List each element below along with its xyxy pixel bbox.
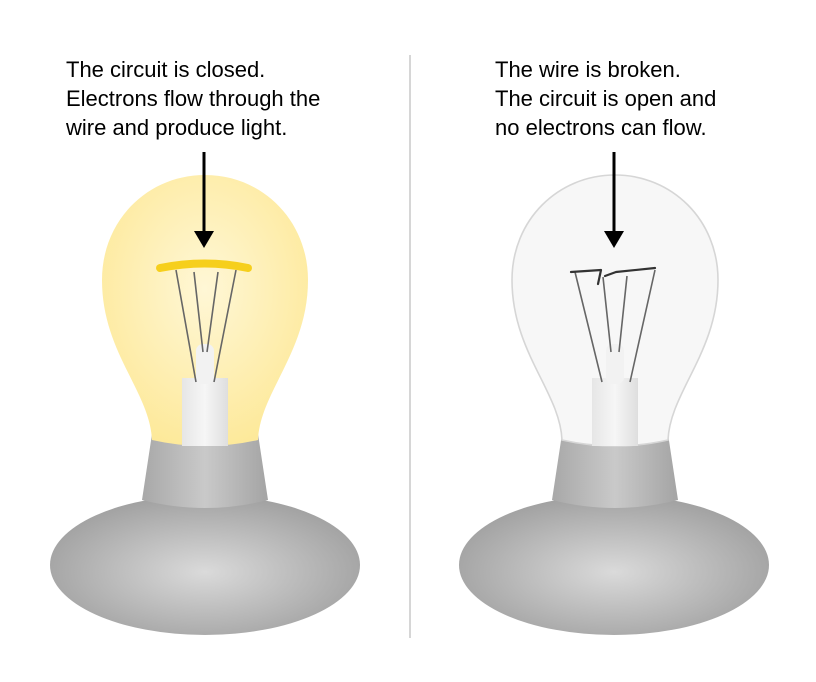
caption-open-line-2: The circuit is open and <box>495 86 717 111</box>
filament-broken <box>569 266 657 286</box>
bulb-neck-left <box>142 434 268 508</box>
caption-closed-line-1: The circuit is closed. <box>66 57 266 82</box>
filament-lit <box>156 259 252 272</box>
caption-closed-line-2: Electrons flow through the <box>66 86 321 111</box>
stem-base-right <box>592 378 638 446</box>
bulb-glass-right <box>511 174 719 447</box>
caption-open-line-1: The wire is broken. <box>495 57 681 82</box>
stem-post-right <box>606 344 624 384</box>
caption-closed-line-3: wire and produce light. <box>66 115 288 140</box>
bulb-base-right <box>459 495 769 635</box>
bulb-glass-left <box>102 175 308 446</box>
support-wires-left <box>175 269 237 383</box>
arrow-head-left <box>194 231 214 248</box>
caption-open-line-3: no electrons can flow. <box>495 115 707 140</box>
arrow-head-right <box>604 231 624 248</box>
stem-post-left <box>196 344 214 384</box>
stem-base-left <box>182 378 228 446</box>
lit-bulb <box>50 152 360 635</box>
support-wires-right <box>574 269 656 383</box>
caption-open-circuit: The wire is broken. The circuit is open … <box>495 55 716 142</box>
bulb-base-left <box>50 495 360 635</box>
bulb-neck-right <box>552 434 678 508</box>
caption-closed-circuit: The circuit is closed. Electrons flow th… <box>66 55 320 142</box>
unlit-bulb <box>459 152 769 635</box>
